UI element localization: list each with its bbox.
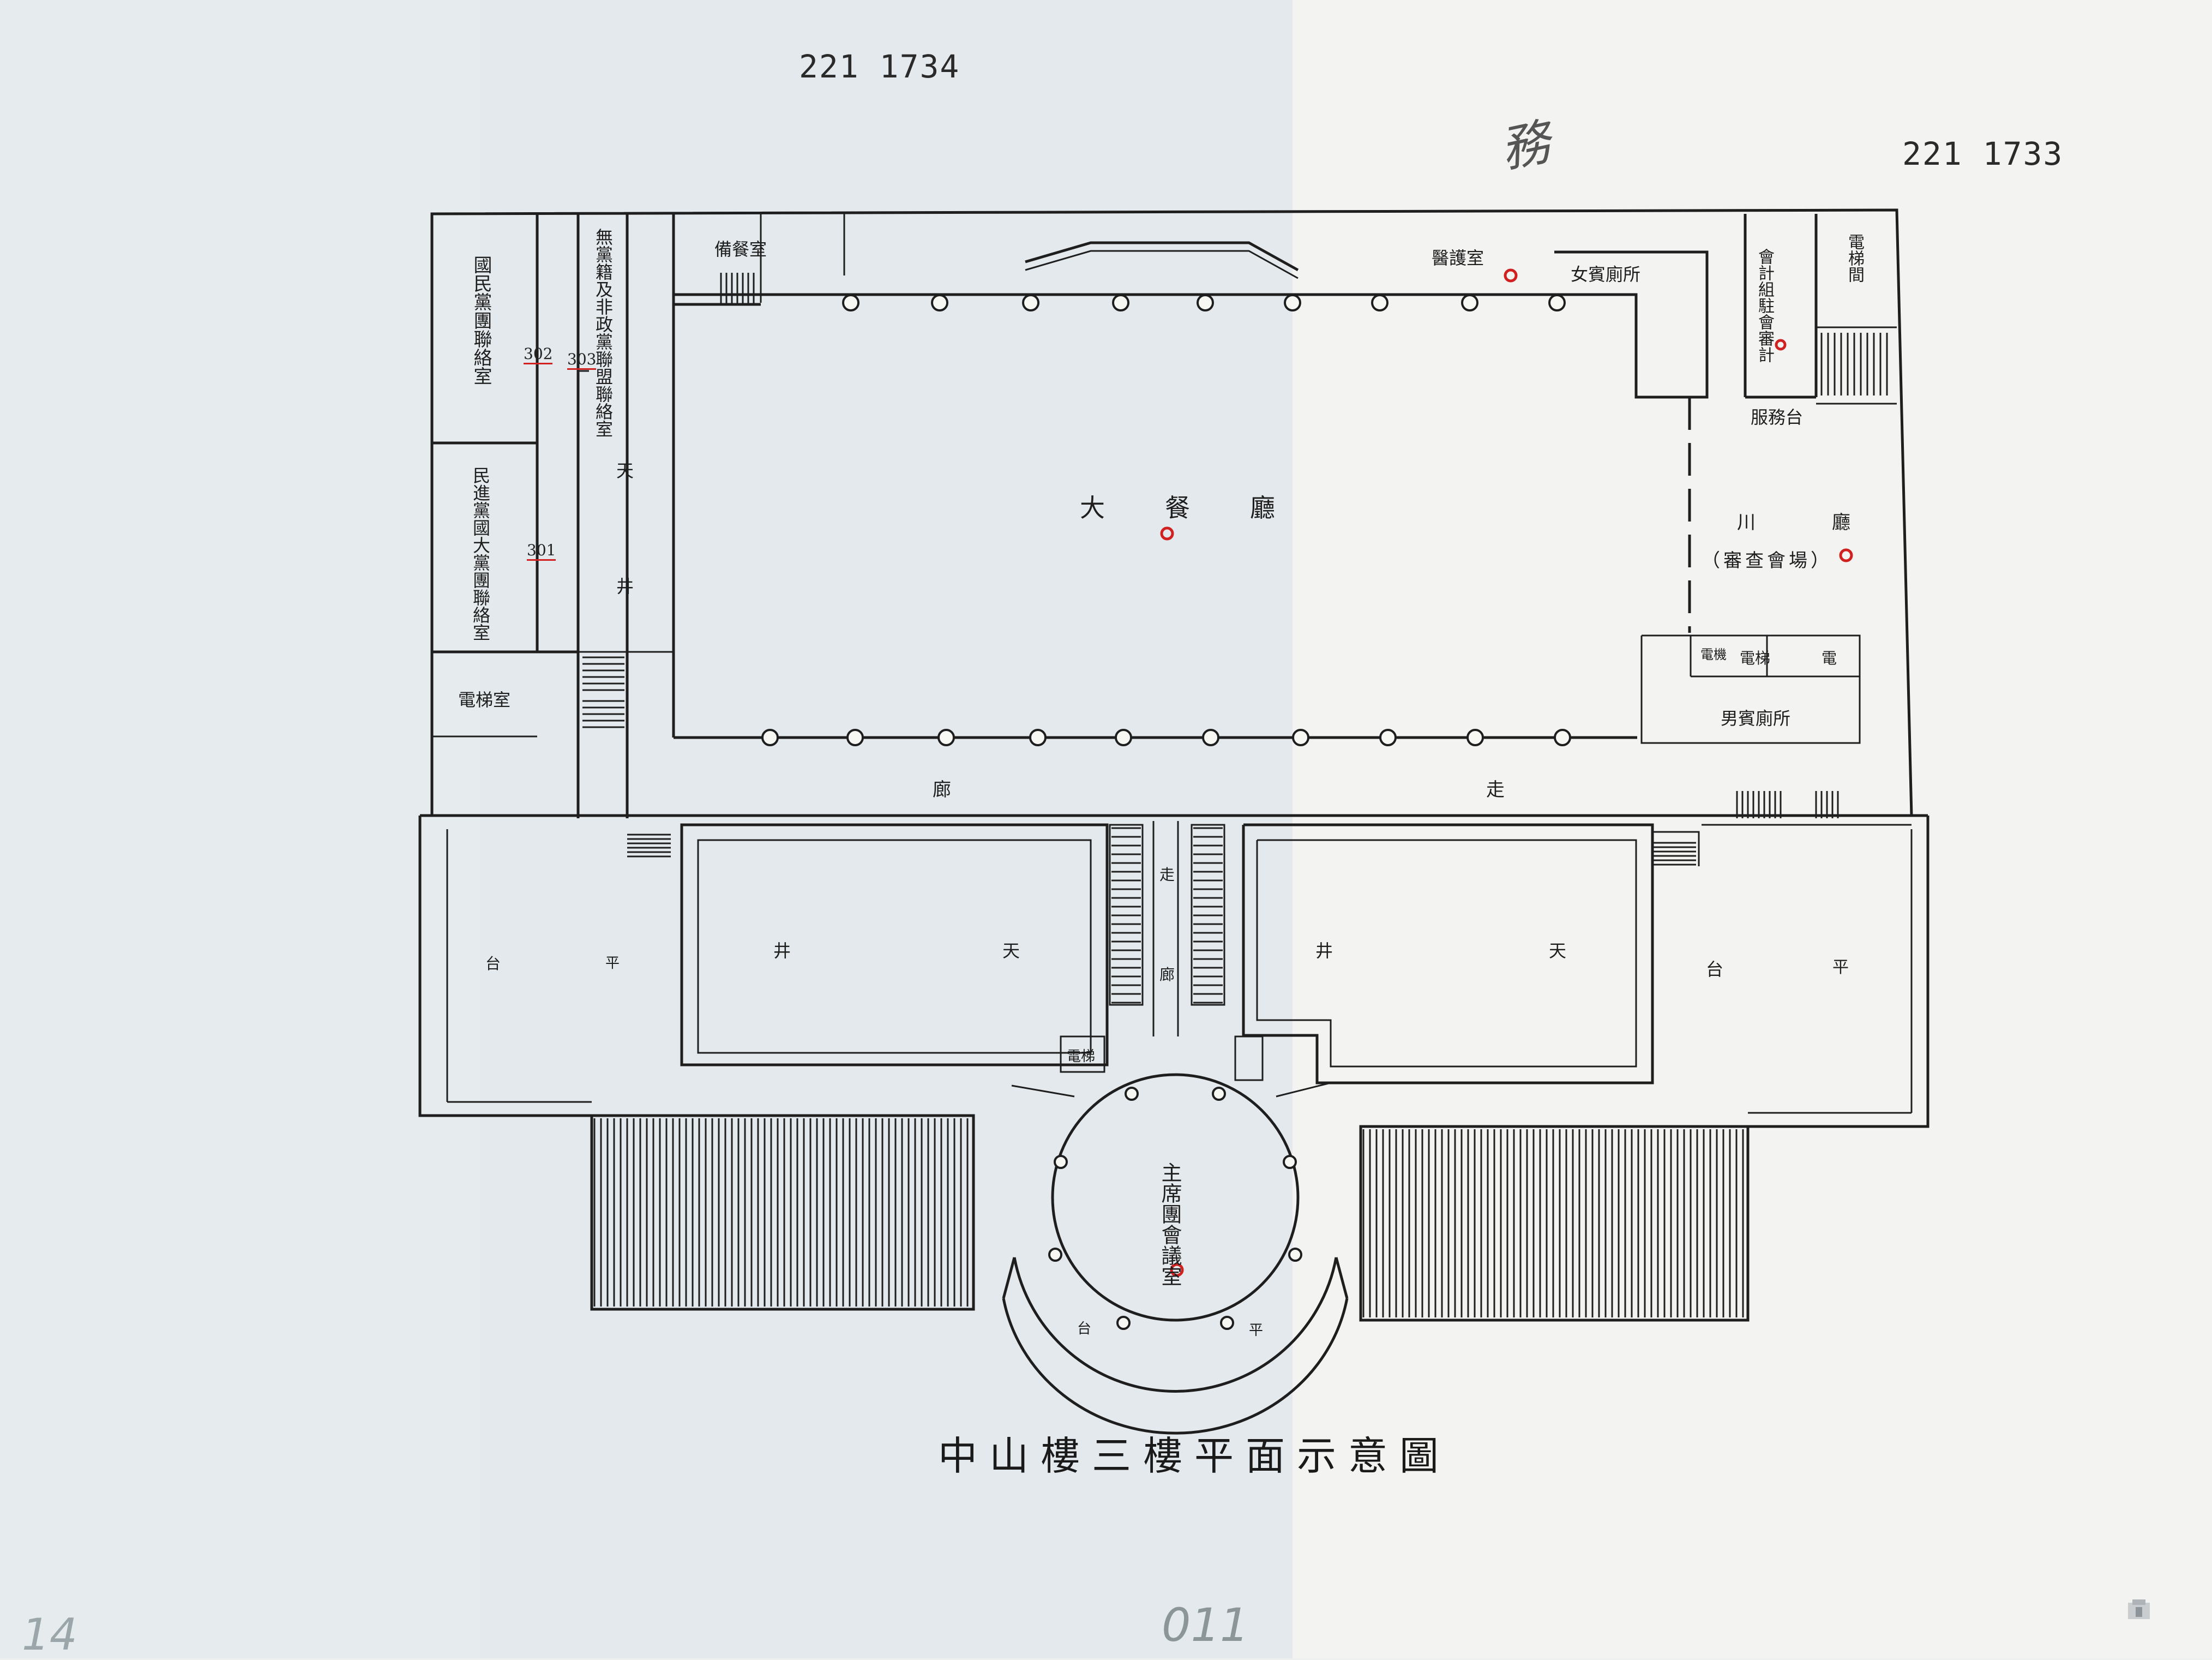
room-service-desk: 服務台 [1751, 407, 1804, 428]
room-sichuan-hall: 川廳 [1737, 512, 1927, 534]
column [1022, 294, 1039, 311]
label-bottom-terrace-2: 平 [1249, 1322, 1264, 1339]
column [1283, 1155, 1297, 1169]
column [1461, 294, 1478, 311]
room-elevator-left: 電梯室 [458, 690, 511, 710]
room-nonparty: 無黨籍及非政黨聯盟聯絡室 [593, 228, 614, 438]
column [1197, 294, 1214, 311]
label-corridor-center-1: 走 [1159, 866, 1175, 884]
archive-number-left: 221 1734 [799, 48, 960, 85]
column [931, 294, 948, 311]
column [846, 729, 864, 746]
label-corridor-left: 廊 [933, 779, 951, 801]
room-electric-2: 電梯 [1740, 649, 1771, 667]
column [1116, 1316, 1131, 1330]
room-presidium: 主席團會議室 [1158, 1162, 1182, 1286]
stair-hatching [582, 273, 1888, 1317]
column [1220, 1316, 1234, 1330]
room-spare-dining: 備餐室 [714, 239, 767, 260]
column [1048, 1248, 1062, 1262]
label-bottom-terrace-1: 台 [1077, 1321, 1092, 1337]
column [1548, 294, 1566, 311]
outer-wall-lower-right [1748, 816, 1930, 1128]
room-number-301: 301 [527, 541, 556, 561]
room-kmt-group: 國民黨團聯絡室 [470, 255, 492, 385]
room-women-restroom: 女賓廁所 [1571, 264, 1641, 285]
column [1554, 729, 1571, 746]
room-accounting: 會計組駐會審計 [1755, 248, 1774, 363]
column [1371, 294, 1388, 311]
column [1115, 729, 1132, 746]
label-corridor-right: 走 [1486, 779, 1505, 801]
handwritten-page-mark: 14 [22, 1609, 77, 1660]
columns [761, 294, 1571, 1330]
label-right-terrace-1: 台 [1706, 959, 1724, 980]
label-left-terrace-2: 平 [605, 955, 620, 972]
column [1379, 729, 1397, 746]
column [1288, 1248, 1302, 1262]
room-men-restroom: 男賓廁所 [1721, 708, 1791, 729]
room-medical: 醫護室 [1432, 248, 1484, 268]
page-overlap-shade [480, 0, 1293, 1658]
room-number-303: 303 [567, 350, 597, 370]
column [937, 729, 955, 746]
label-right-patio-2: 天 [1549, 940, 1567, 961]
column [761, 729, 779, 746]
column [1029, 729, 1047, 746]
room-number-302: 302 [524, 345, 553, 364]
column [1466, 729, 1484, 746]
handwritten-folio: 011 [1162, 1598, 1249, 1652]
room-dpp-group: 民進黨國大黨團聯絡室 [470, 466, 491, 641]
label-right-patio-1: 井 [1315, 940, 1333, 961]
column [1054, 1155, 1068, 1169]
room-banquet-hall: 大餐廳 [1080, 493, 1335, 523]
label-left-patio-2: 天 [1002, 940, 1020, 961]
label-upper-patio-2: 井 [616, 576, 634, 597]
column [1212, 1087, 1226, 1101]
label-corridor-center-2: 廊 [1159, 966, 1175, 984]
right-page [1293, 0, 2212, 1658]
room-electric-3: 電 [1822, 649, 1837, 667]
label-left-patio-1: 井 [773, 940, 791, 961]
label-left-terrace-1: 台 [485, 955, 501, 973]
column [1292, 729, 1309, 746]
drawing-caption: 中山樓三樓平面示意圖 [938, 1433, 1451, 1479]
archive-logo-icon [2128, 1599, 2150, 1619]
room-elevator-upper: 電梯間 [1845, 233, 1864, 283]
label-switch-room: 電梯 [1067, 1048, 1096, 1065]
column [1112, 294, 1129, 311]
red-markers [1160, 268, 1853, 1277]
column [1284, 294, 1301, 311]
label-upper-patio-1: 天 [616, 460, 634, 481]
outer-wall-lower [418, 816, 592, 1117]
room-sichuan-subtitle: （審查會場） [1702, 550, 1832, 572]
column [1125, 1087, 1139, 1101]
column [1202, 729, 1219, 746]
room-electric-1: 電機 [1700, 647, 1727, 662]
outer-wall-upper [430, 208, 1913, 816]
archive-number-right: 221 1733 [1902, 135, 2064, 172]
column [842, 294, 859, 311]
label-right-terrace-2: 平 [1832, 958, 1849, 977]
